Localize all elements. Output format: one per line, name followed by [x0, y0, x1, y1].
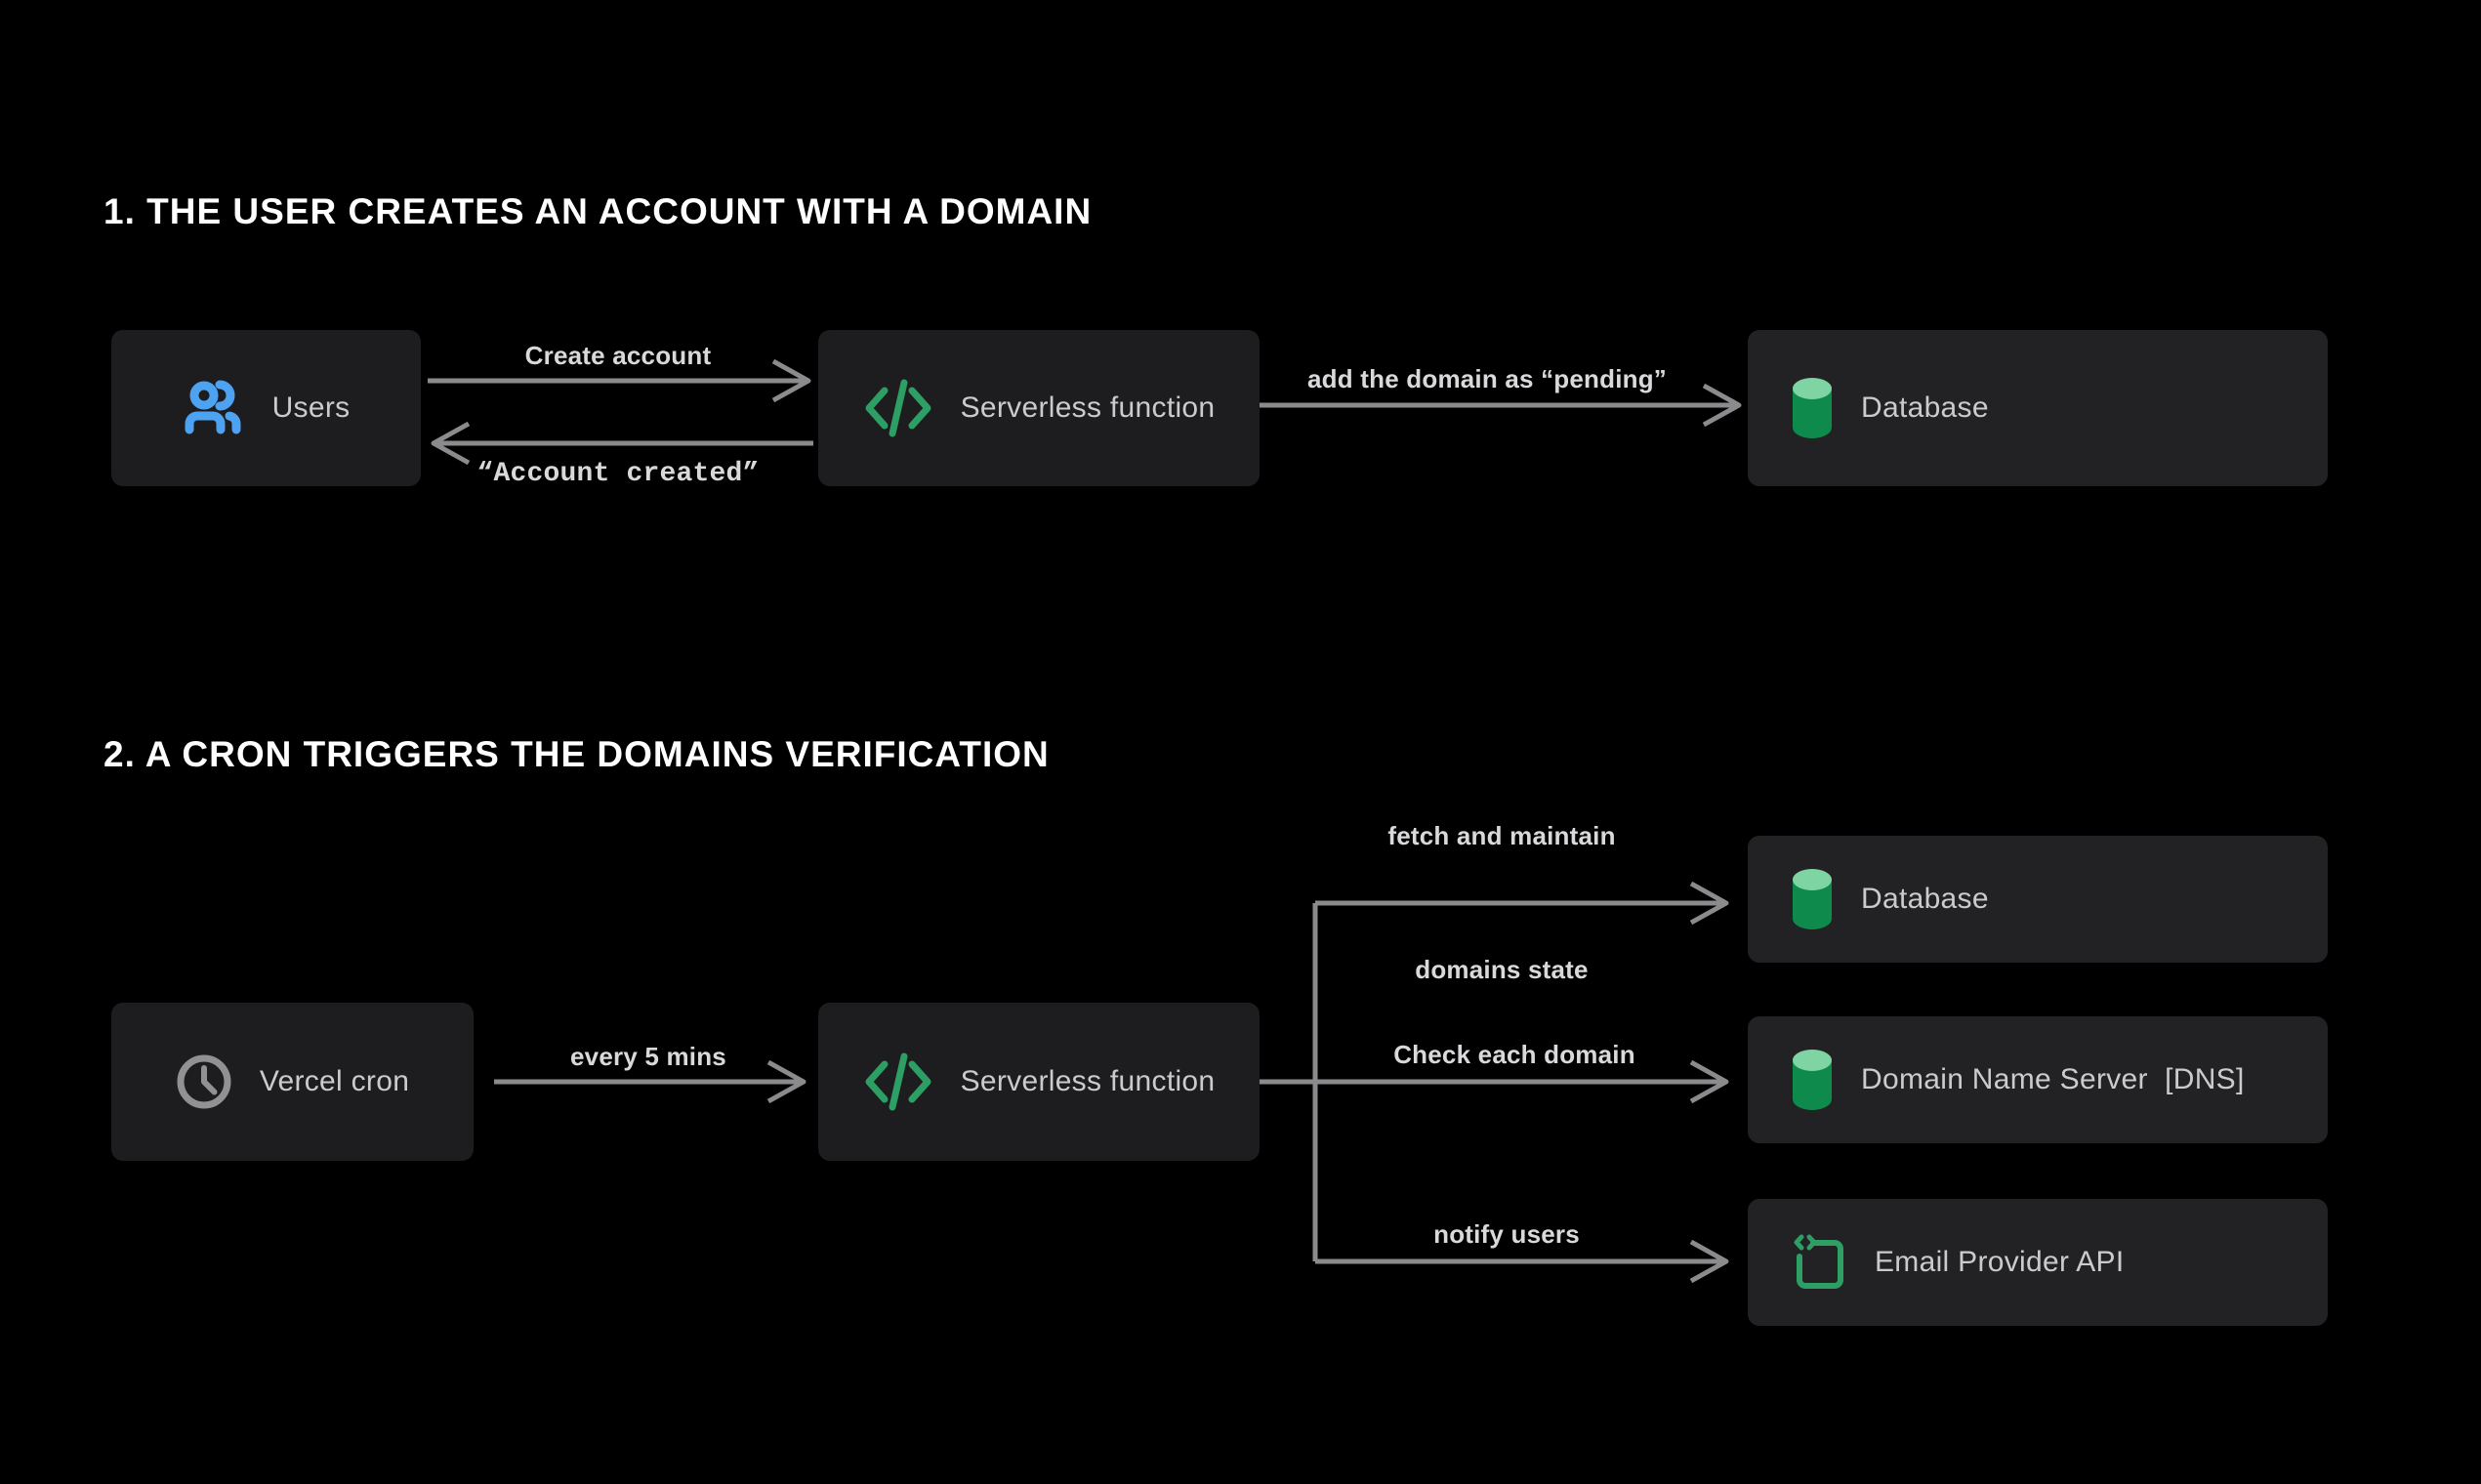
- code-icon: [863, 377, 933, 439]
- arrowhead-fetch-maintain: [1689, 881, 1729, 926]
- code-icon: [863, 1051, 933, 1113]
- arrowhead-check-domain: [1689, 1059, 1729, 1104]
- node-vercel-cron: Vercel cron: [111, 1003, 474, 1161]
- section-2-title: 2. A CRON TRIGGERS THE DOMAINS VERIFICAT…: [103, 734, 1050, 774]
- node-serverless-function-2: Serverless function: [818, 1003, 1260, 1161]
- node-email-provider: Email Provider API: [1748, 1199, 2328, 1326]
- edge-label-fetch-maintain-line1: fetch and maintain: [1387, 821, 1616, 850]
- node-label: Serverless function: [960, 1065, 1216, 1097]
- node-label: Email Provider API: [1875, 1246, 2125, 1278]
- node-label: Users: [271, 392, 351, 424]
- edge-label-notify-users: notify users: [1433, 1219, 1580, 1249]
- database-icon: [1791, 867, 1834, 931]
- edge-label-check-domain: Check each domain: [1393, 1040, 1635, 1069]
- node-label: Vercel cron: [259, 1065, 410, 1097]
- database-icon: [1791, 376, 1834, 440]
- arrowhead-every-5-mins: [766, 1059, 806, 1104]
- node-label: Domain Name Server [DNS]: [1861, 1063, 2245, 1095]
- clock-icon: [176, 1053, 232, 1110]
- users-icon: [183, 379, 245, 437]
- node-users: Users: [111, 330, 421, 486]
- node-label: Database: [1861, 883, 1989, 915]
- edge-label-create-account: Create account: [524, 341, 712, 370]
- arrowhead-notify-users: [1689, 1239, 1729, 1284]
- edge-label-every-5-mins: every 5 mins: [570, 1042, 726, 1071]
- edge-label-fetch-maintain-line2: domains state: [1415, 954, 1589, 984]
- node-serverless-function-1: Serverless function: [818, 330, 1260, 486]
- node-label: Database: [1861, 392, 1989, 424]
- edge-label-fetch-maintain: fetch and maintain domains state: [1387, 725, 1615, 1081]
- database-icon: [1791, 1048, 1834, 1112]
- node-database-2: Database: [1748, 836, 2328, 963]
- section-1-title: 1. THE USER CREATES AN ACCOUNT WITH A DO…: [103, 191, 1093, 231]
- edge-label-add-pending: add the domain as “pending”: [1307, 364, 1667, 393]
- node-label: Serverless function: [960, 392, 1216, 424]
- arrowhead-add-pending: [1702, 383, 1742, 428]
- arrowhead-create-account: [771, 358, 811, 403]
- node-dns: Domain Name Server [DNS]: [1748, 1016, 2328, 1143]
- edge-label-account-created: “Account created”: [476, 459, 760, 489]
- node-database-1: Database: [1748, 330, 2328, 486]
- arrowhead-account-created: [431, 421, 471, 466]
- email-template-icon: [1791, 1233, 1847, 1292]
